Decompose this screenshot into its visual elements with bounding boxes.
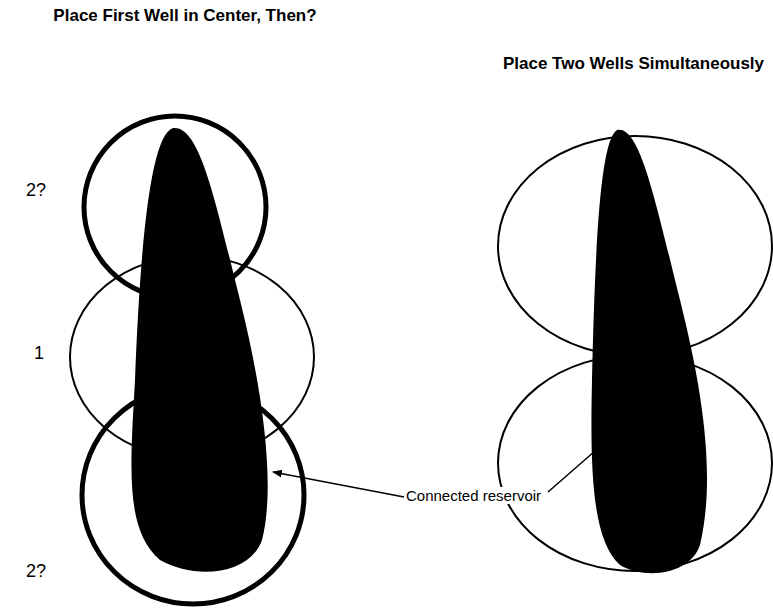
- left-reservoir: [70, 116, 314, 604]
- panel-heading: Place Two Wells Simultaneously: [500, 54, 767, 74]
- leader-label: Connected reservoir: [404, 487, 543, 504]
- callout-number: 1: [34, 343, 44, 364]
- well-drainage-circle: [498, 136, 772, 356]
- right-reservoir: [498, 130, 772, 573]
- reservoir-body: [591, 130, 707, 573]
- panel-heading: Place First Well in Center, Then?: [30, 6, 340, 26]
- callout-number: 2?: [26, 180, 46, 201]
- reservoir-body: [131, 128, 267, 572]
- well-drainage-circle: [498, 355, 772, 571]
- leader-line: [273, 472, 404, 497]
- leader-line: [548, 444, 603, 492]
- well-drainage-circle: [84, 116, 266, 298]
- well-drainage-circle: [82, 386, 304, 604]
- callout-number: 2?: [26, 561, 46, 582]
